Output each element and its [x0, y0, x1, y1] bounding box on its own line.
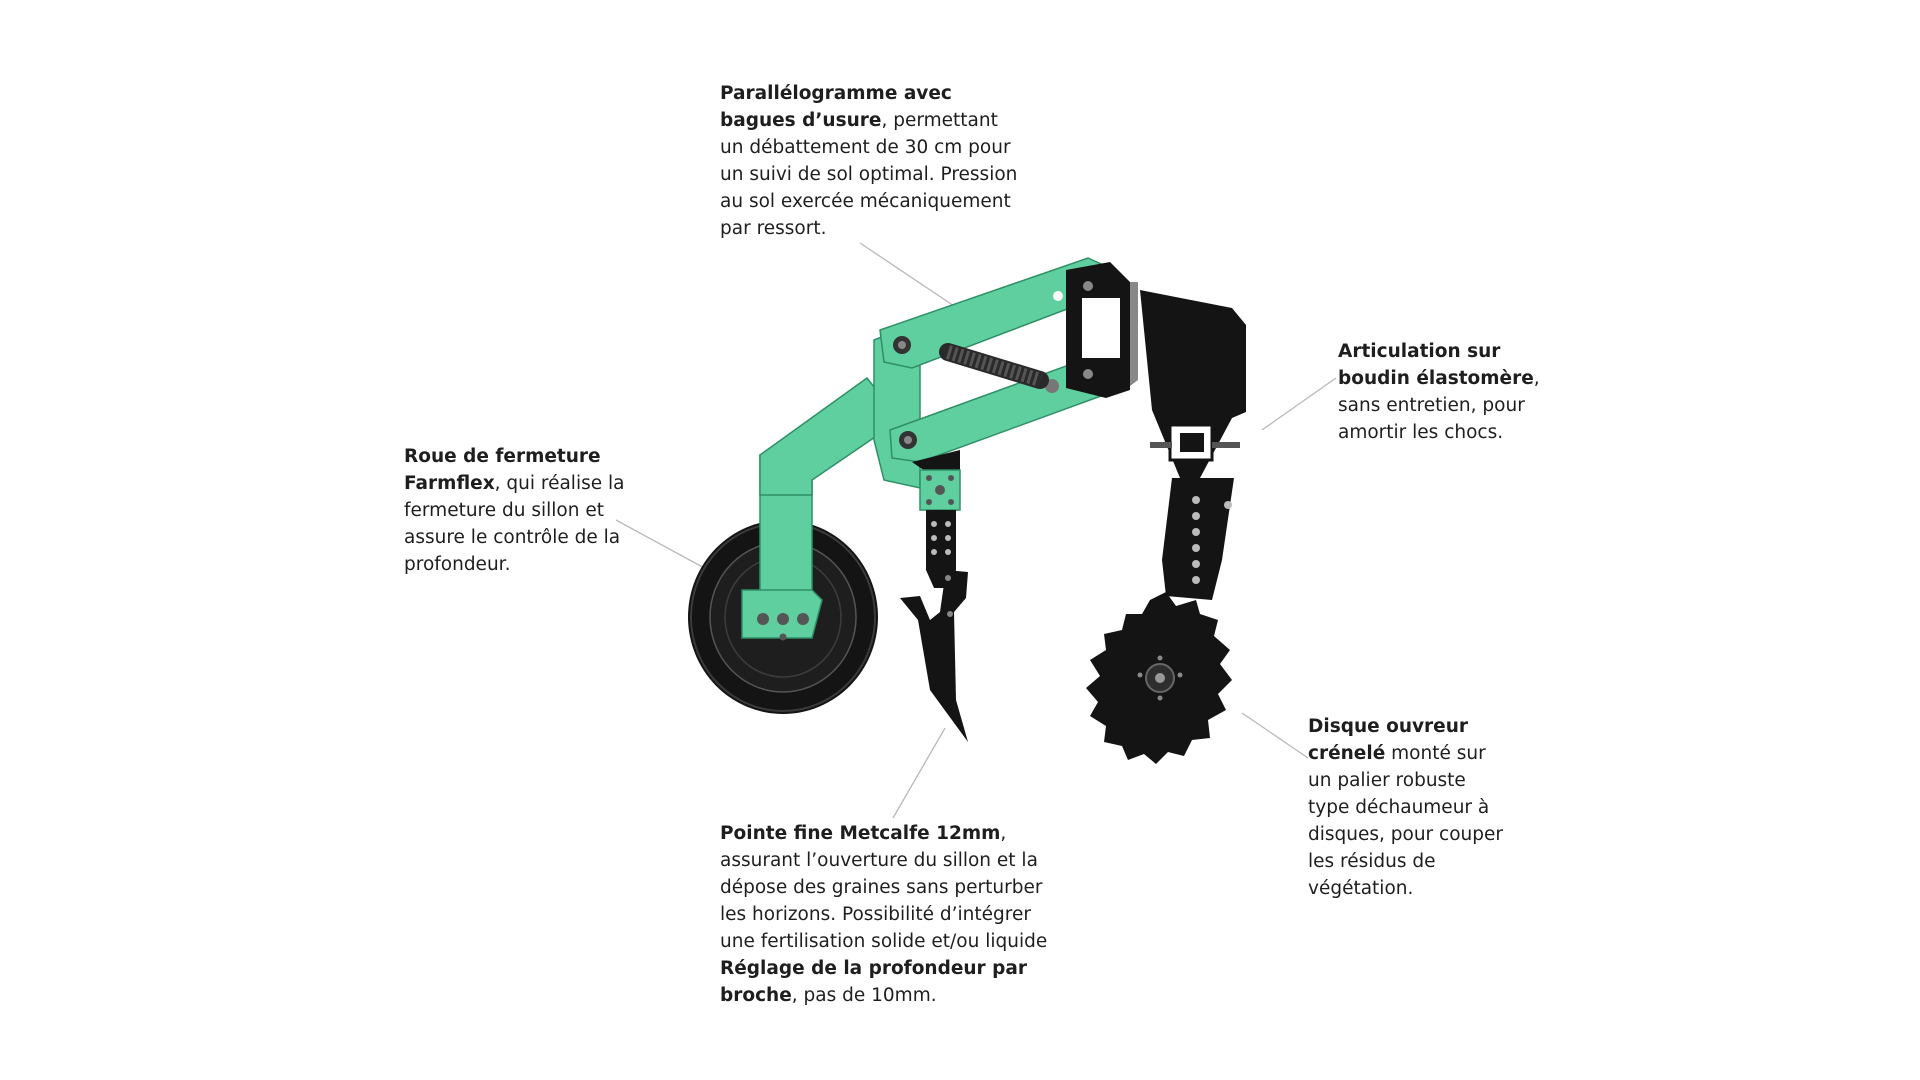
annotation-opener-disc-text: monté sur un palier robuste type déchaum…: [1308, 743, 1503, 899]
annotation-articulation: Articulation sur boudin élastomère, sans…: [1338, 338, 1578, 446]
annotation-closing-wheel-text: , qui réalise la fermeture du sillon et …: [404, 473, 625, 575]
crenellated-disc: [1086, 592, 1232, 764]
annotation-parallelogram-text: , permettant un débattement de 30 cm pou…: [720, 110, 1018, 239]
annotation-depth-adjust-text: , pas de 10mm.: [791, 985, 937, 1006]
metcalfe-point: [900, 570, 968, 742]
leader-pointe: [892, 727, 946, 819]
articulation-head: [1066, 262, 1138, 398]
annotation-depth-adjust-bold: Réglage de la profondeur par broche: [720, 958, 1027, 1006]
leader-disque: [1241, 712, 1309, 759]
annotation-opener-disc-bold: Disque ouvreur crénelé: [1308, 716, 1469, 764]
annotation-metcalfe-point: Pointe fine Metcalfe 12mm, assurant l’ou…: [720, 820, 1060, 1009]
leader-roue: [615, 519, 709, 571]
pressure-spring: [939, 343, 1049, 389]
annotation-parallelogram: Parallélogramme avec bagues d’usure, per…: [720, 80, 1020, 242]
annotation-parallelogram-bold: Parallélogramme avec bagues d’usure: [720, 83, 952, 131]
leader-articulation: [1261, 377, 1337, 431]
diagonal-arm: [759, 376, 902, 496]
annotation-metcalfe-point-text: , assurant l’ouverture du sillon et la d…: [720, 823, 1048, 952]
metcalfe-tine: [900, 450, 968, 742]
annotation-metcalfe-point-bold: Pointe fine Metcalfe 12mm: [720, 823, 1001, 844]
annotation-closing-wheel-bold: Roue de fermeture Farmflex: [404, 446, 601, 494]
green-frame: [741, 257, 1113, 641]
annotation-opener-disc: Disque ouvreur crénelé monté sur un pali…: [1308, 713, 1508, 902]
annotation-articulation-text: , sans entretien, pour amortir les chocs…: [1338, 368, 1540, 443]
annotation-closing-wheel: Roue de fermeture Farmflex, qui réalise …: [404, 443, 634, 578]
annotation-articulation-bold: Articulation sur boudin élastomère: [1338, 341, 1534, 389]
opener-upright: [1140, 290, 1246, 600]
